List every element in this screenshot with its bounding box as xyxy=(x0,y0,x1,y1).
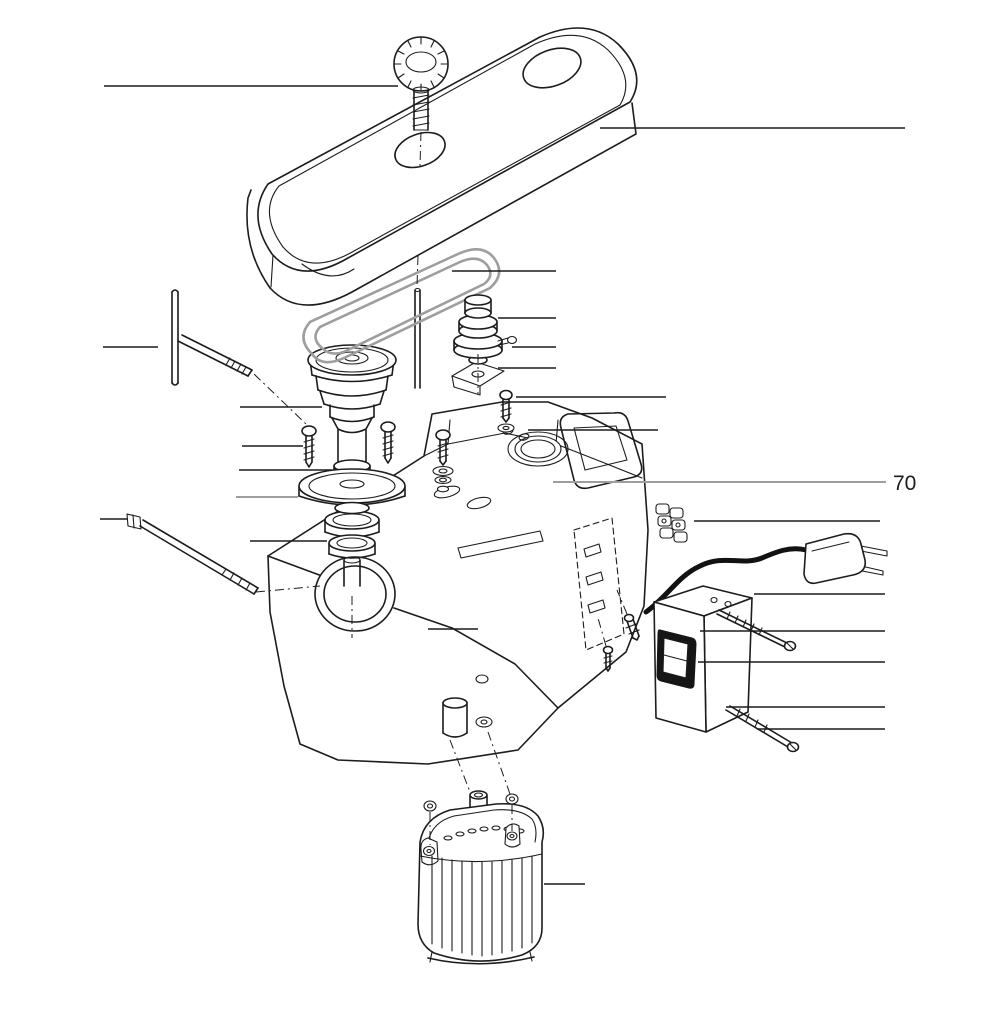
spindle-pulley-assembly xyxy=(307,344,397,467)
stud-screw-top xyxy=(497,389,515,433)
screw-left xyxy=(301,425,317,468)
leader-lines xyxy=(100,85,905,885)
pulley-set-screws xyxy=(301,389,515,493)
center-lines xyxy=(253,131,628,845)
motor-pulley-assembly xyxy=(451,294,518,396)
t-handle-bolt xyxy=(171,289,253,386)
top-pocket xyxy=(559,411,643,490)
head-casting xyxy=(267,401,649,765)
power-cord xyxy=(643,546,809,615)
drive-belt xyxy=(302,248,501,364)
callout-label-70: 70 xyxy=(893,472,916,495)
knurling-ticks xyxy=(393,36,449,92)
screw-with-washers xyxy=(432,429,454,493)
terminal-connector xyxy=(655,503,688,543)
pulley-set-screw xyxy=(497,335,518,346)
thumb-screw-knob xyxy=(393,36,449,131)
spindle-bearing-stack xyxy=(298,459,406,587)
belt-guard-cover xyxy=(246,27,638,306)
small-screw-a xyxy=(602,645,614,672)
screw-right xyxy=(380,421,396,464)
switch-mounting-screws xyxy=(602,609,800,753)
head-mounting-bolt xyxy=(126,513,259,595)
small-screw-b xyxy=(623,613,640,641)
motor-fins xyxy=(419,853,543,957)
cover-mounting-stud xyxy=(414,287,421,389)
switch-box xyxy=(653,585,753,733)
box-screw-upper xyxy=(716,609,797,652)
rocker-switch xyxy=(656,629,697,689)
depth-stop-cylinder xyxy=(442,697,493,738)
plug xyxy=(803,532,888,585)
motor xyxy=(417,790,545,965)
power-cord-plug xyxy=(643,532,888,615)
quill-boss xyxy=(314,556,396,632)
switch-recess xyxy=(573,517,625,651)
spindle-hole-boss xyxy=(507,431,569,467)
